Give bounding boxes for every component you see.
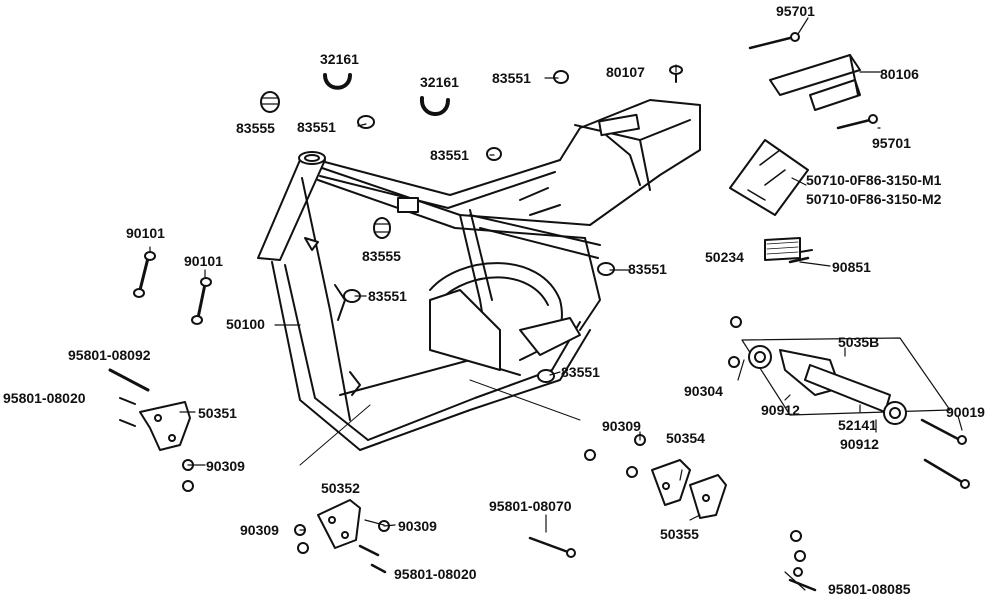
label-32161-center: 32161 [420, 74, 459, 90]
label-95801-08070: 95801-08070 [489, 498, 572, 514]
label-50100: 50100 [226, 316, 265, 332]
label-50710-m2: 50710-0F86-3150-M2 [806, 191, 942, 207]
label-50355: 50355 [660, 526, 699, 542]
label-90851: 90851 [832, 259, 871, 275]
label-90309-bottom-right: 90309 [398, 518, 437, 534]
label-90101-right: 90101 [184, 253, 223, 269]
label-83551-left: 83551 [297, 119, 336, 135]
bolt-95801-08070 [528, 536, 576, 558]
label-52141: 52141 [838, 417, 877, 433]
label-90912-left: 90912 [761, 402, 800, 418]
bracket-80106 [748, 32, 878, 130]
label-95801-08020-bottom: 95801-08020 [394, 566, 477, 582]
label-83551-lower: 83551 [561, 364, 600, 380]
engine-mount-5035B [728, 316, 970, 489]
clip-box-50710 [729, 139, 809, 216]
label-83551-mid: 83551 [430, 147, 469, 163]
label-50351: 50351 [198, 405, 237, 421]
label-80106: 80106 [880, 66, 919, 82]
label-90309-left: 90309 [206, 458, 245, 474]
label-95801-08020-left: 95801-08020 [3, 390, 86, 406]
label-95701-top: 95701 [776, 3, 815, 19]
plate-50234 [764, 237, 813, 264]
label-83551-right: 83551 [628, 261, 667, 277]
label-95801-08085: 95801-08085 [828, 581, 911, 597]
label-32161-left: 32161 [320, 51, 359, 67]
label-83555-left: 83555 [236, 120, 275, 136]
label-50352: 50352 [321, 480, 360, 496]
label-5035B: 5035B [838, 334, 880, 350]
label-95801-08092: 95801-08092 [68, 347, 151, 363]
label-50234: 50234 [705, 249, 744, 265]
label-90101-left: 90101 [126, 225, 165, 241]
clamps [323, 73, 450, 116]
label-80107: 80107 [606, 64, 645, 80]
grommets [260, 70, 615, 383]
label-90304: 90304 [684, 383, 723, 399]
label-90309-center: 90309 [602, 418, 641, 434]
label-83555-center: 83555 [362, 248, 401, 264]
label-50354: 50354 [666, 430, 705, 446]
plate-50351 [108, 368, 194, 492]
plate-50352 [294, 499, 390, 574]
label-90309-bottom-left: 90309 [240, 522, 279, 538]
label-83551-left-mid: 83551 [368, 288, 407, 304]
label-90912-right: 90912 [840, 436, 879, 452]
frame-drawing [257, 99, 701, 466]
plates-50354-50355 [584, 434, 727, 519]
label-90019: 90019 [946, 404, 985, 420]
leader-lines [149, 17, 963, 591]
label-95701-bottom: 95701 [872, 135, 911, 151]
label-50710-m1: 50710-0F86-3150-M1 [806, 172, 942, 188]
label-83551-top: 83551 [492, 70, 531, 86]
bolts-95801-08085 [788, 530, 817, 592]
